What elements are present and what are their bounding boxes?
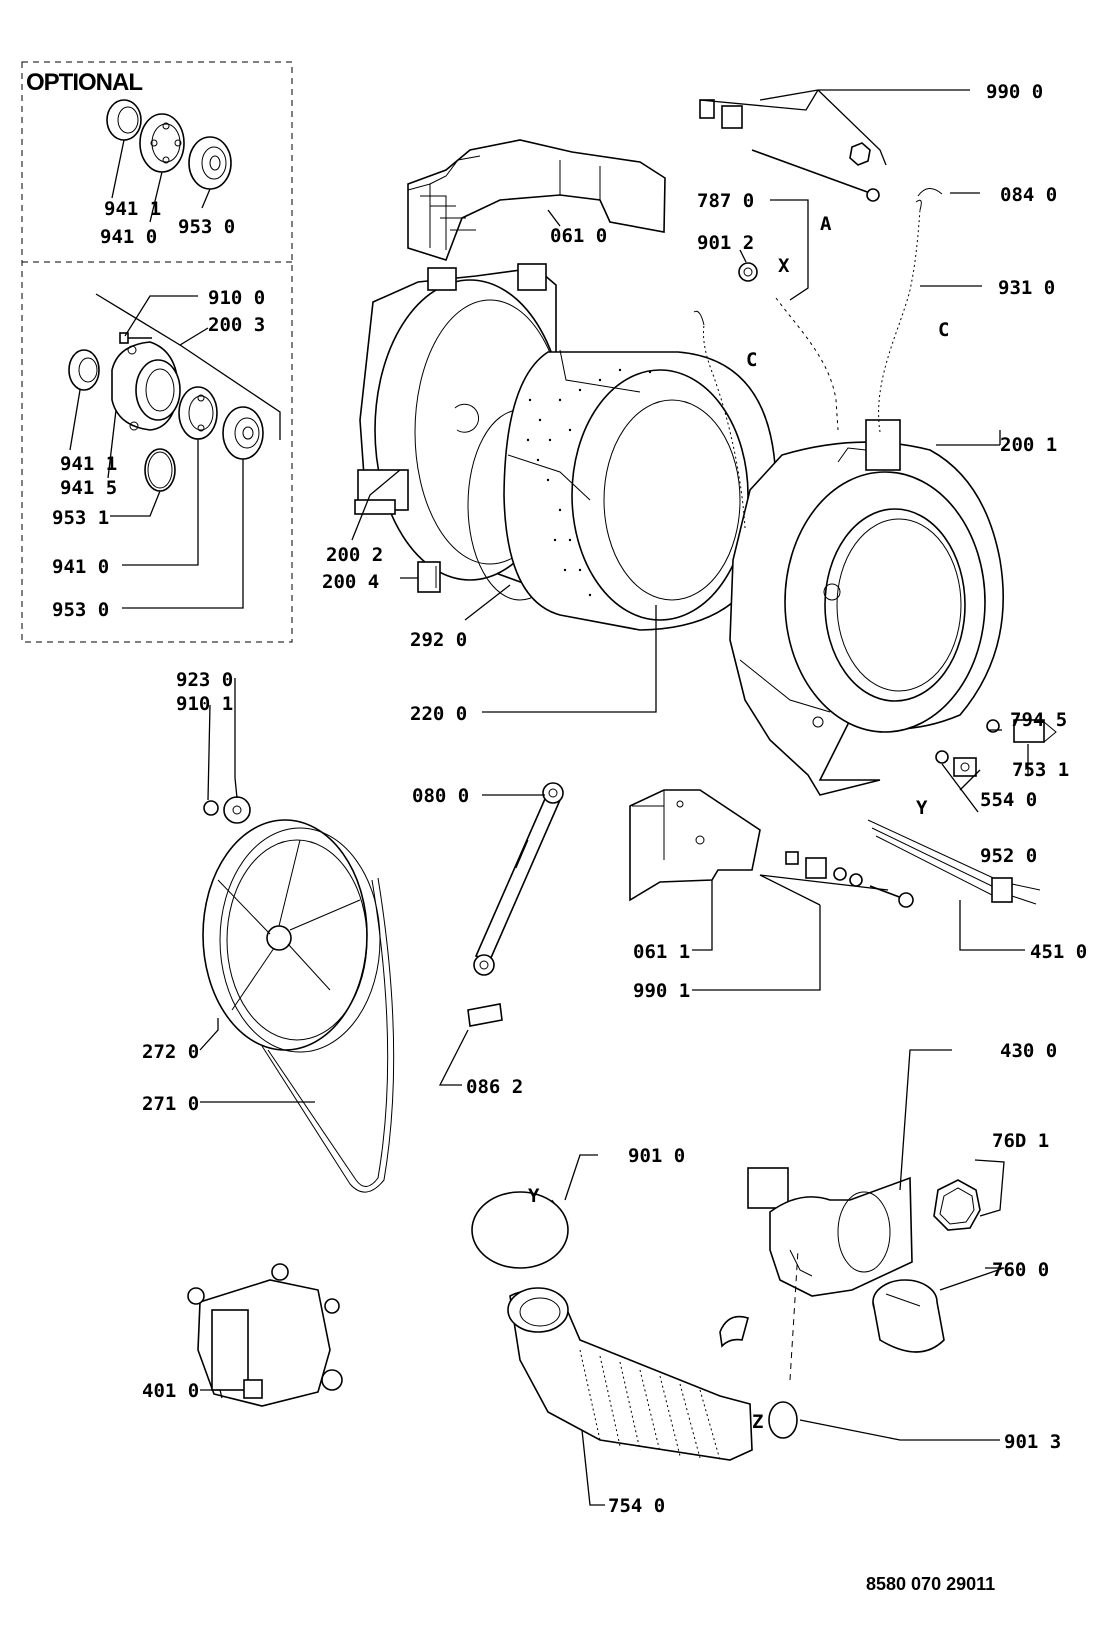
label-941-1: 941 1 (60, 453, 117, 475)
nut-910-1 (203, 800, 219, 816)
label-080-0: 080 0 (412, 785, 469, 807)
motor-401-0 (187, 1263, 343, 1407)
clamp-084-0 (917, 188, 943, 197)
label-787-0: 787 0 (697, 190, 754, 212)
seal-953-0-top (188, 136, 232, 190)
belt-271-0 (261, 877, 395, 1193)
label-754-0: 754 0 (608, 1495, 665, 1517)
bearing-941-1-top (106, 99, 142, 141)
seal-760-1 (933, 1179, 981, 1231)
drum-220-0 (503, 349, 777, 631)
label-760-0: 760 0 (992, 1259, 1049, 1281)
label-931-0: 931 0 (998, 277, 1055, 299)
heater-451-0 (867, 819, 1041, 905)
flange-200-3 (111, 341, 181, 431)
label-952-0: 952 0 (980, 845, 1037, 867)
label-901-2: 901 2 (697, 232, 754, 254)
label-430-0: 430 0 (1000, 1040, 1057, 1062)
label-953-1: 953 1 (52, 507, 109, 529)
counterweight-061-1 (629, 789, 761, 902)
label-451-0: 451 0 (1030, 941, 1087, 963)
bracket-086-2 (467, 1003, 503, 1027)
letter-y-tub: Y (916, 797, 928, 819)
part-200-4 (417, 561, 441, 593)
letter-y-gasket: Y (528, 1185, 540, 1207)
label-941-5: 941 5 (60, 477, 117, 499)
label-061-1: 061 1 (633, 941, 690, 963)
counterweight-061-0 (407, 139, 666, 261)
label-200-4: 200 4 (322, 571, 379, 593)
spring-c-left (693, 310, 746, 529)
clamp-901-3 (768, 1401, 798, 1439)
kit-990-1 (785, 851, 914, 908)
label-084-0: 084 0 (1000, 184, 1057, 206)
spring-931-0 (878, 199, 922, 433)
optional-box: OPTIONAL (21, 61, 293, 643)
pulley-272-0 (202, 819, 381, 1053)
label-941-0: 941 0 (52, 556, 109, 578)
gasket-y (471, 1191, 569, 1269)
label-901-3: 901 3 (1004, 1431, 1061, 1453)
shock-absorber-080-0 (473, 782, 564, 976)
drawing-number: 8580 070 29011 (866, 1574, 995, 1594)
kit-990-0 (699, 99, 880, 202)
seal-794-5 (986, 719, 1000, 733)
washer-923-0 (223, 796, 251, 824)
letter-x: X (778, 255, 790, 277)
label-272-0: 272 0 (142, 1041, 199, 1063)
label-200-1: 200 1 (1000, 434, 1057, 456)
label-401-0: 401 0 (142, 1380, 199, 1402)
label-941-0-top: 941 0 (100, 226, 157, 248)
letter-c-right: C (938, 319, 949, 341)
label-760-1: 76D 1 (992, 1130, 1049, 1152)
thermostat-753-1 (1013, 719, 1057, 743)
hose-754-0 (507, 1287, 753, 1461)
label-941-1-top: 941 1 (104, 198, 161, 220)
bellows-787-0 (775, 297, 839, 431)
label-910-0: 910 0 (208, 287, 265, 309)
screw-910-0 (119, 332, 152, 344)
label-794-5: 794 5 (1010, 709, 1067, 731)
label-753-1: 753 1 (1012, 759, 1069, 781)
sensor-554-0 (953, 757, 977, 777)
tub-front-200-1 (729, 419, 1005, 796)
label-220-0: 220 0 (410, 703, 467, 725)
bearing-941-0 (178, 386, 218, 440)
bearing-941-1 (68, 349, 100, 391)
letter-a: A (820, 213, 832, 235)
optional-title: OPTIONAL (26, 69, 142, 96)
pump-430-0 (719, 1167, 913, 1348)
bearing-941-0-top (139, 113, 185, 173)
label-953-0: 953 0 (52, 599, 109, 621)
letter-z: Z (752, 1411, 763, 1433)
seal-952-0 (935, 750, 949, 764)
label-086-2: 086 2 (466, 1076, 523, 1098)
label-200-3: 200 3 (208, 314, 265, 336)
label-200-2: 200 2 (326, 544, 383, 566)
seal-953-0 (222, 406, 264, 460)
label-990-1: 990 1 (633, 980, 690, 1002)
letter-c-left: C (746, 349, 757, 371)
label-271-0: 271 0 (142, 1093, 199, 1115)
filter-cap-760-0 (872, 1279, 945, 1353)
label-061-0: 061 0 (550, 225, 607, 247)
label-910-1: 910 1 (176, 693, 233, 715)
clip-901-2 (738, 262, 758, 282)
ring-953-1 (144, 448, 176, 492)
label-901-0: 901 0 (628, 1145, 685, 1167)
label-990-0: 990 0 (986, 81, 1043, 103)
label-923-0: 923 0 (176, 669, 233, 691)
label-292-0: 292 0 (410, 629, 467, 651)
label-953-0-top: 953 0 (178, 216, 235, 238)
label-554-0: 554 0 (980, 789, 1037, 811)
